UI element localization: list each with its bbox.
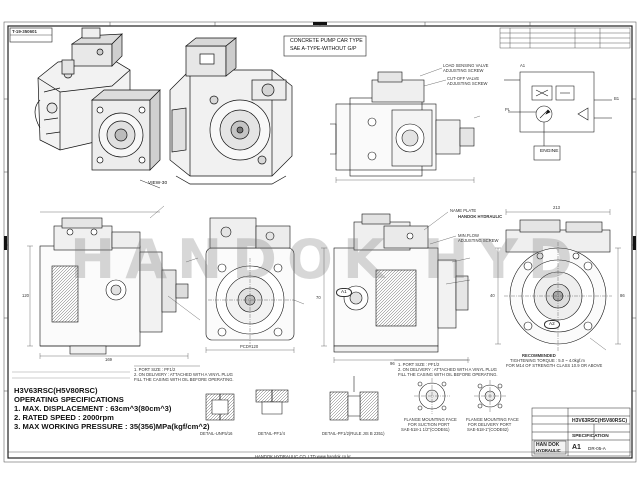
footer-company: HANDOK HYDRAULIC CO.,LTD www.handok.co.k…	[255, 454, 351, 459]
side-elevation-left	[39, 217, 189, 355]
flange-suction-2: FOR SUCTION PORT	[408, 422, 450, 427]
flange-end-view	[505, 219, 611, 345]
spec-heading: OPERATING SPECIFICATIONS	[14, 395, 124, 404]
flange-delivery-1: FLANGE MOUNTING FACE	[466, 417, 519, 422]
callout-min-flow-1: MIN.FLOW	[458, 233, 479, 238]
port-note-right-3: FILL THE CASING WITH OIL BEFORE OPERATIN…	[398, 372, 498, 377]
flange-delivery-2: FOR DELIVERY PORT	[468, 422, 512, 427]
dim-169: 169	[105, 357, 112, 362]
title-block	[531, 407, 631, 457]
dim-70: 70	[316, 295, 321, 300]
port-a2: A2	[544, 320, 560, 329]
port-note-3: FILL THE CASING WITH OIL BEFORE OPERATIN…	[134, 377, 234, 382]
drawing-number: T-19-350601	[12, 28, 37, 34]
watermark: HANDOK HYD	[70, 228, 583, 291]
iso-view-right	[169, 37, 293, 185]
schematic-engine: ENGINE	[540, 149, 559, 154]
callout-cutoff-1: CUT-OFF VALVE	[447, 76, 480, 81]
sheet-ref: DR-05-A	[588, 446, 606, 451]
title-block-model: H3V63RSC(H5V80RSC)	[572, 418, 628, 424]
dim-213: 213	[553, 205, 560, 210]
concrete-note-line2: SAE A-TYPE-WITHOUT G/P	[290, 46, 357, 52]
callout-name-plate: NAME PLATE	[450, 208, 477, 213]
concrete-note-box	[283, 35, 367, 57]
side-view-top	[330, 71, 475, 177]
company-logo-line1: HAN DOK	[536, 442, 560, 448]
flange-suction-3: SAE-518-1 1/2"(CODE61)	[401, 427, 450, 432]
callout-load-sensing-1: LOAD SENSING VALVE	[443, 63, 489, 68]
concrete-note-line1: CONCRETE PUMP CAR TYPE	[290, 38, 363, 44]
sheet-size: A1	[572, 444, 581, 451]
recommended-torque: TIGHTENING TORQUE : 5.0 ~ 4.0kgf.m	[510, 358, 585, 363]
dim-40: 40	[490, 293, 495, 298]
hydraulic-schematic	[504, 71, 612, 161]
port-a1: A1	[336, 288, 352, 297]
callout-load-sensing-2: ADJUSTING SCREW	[443, 68, 484, 73]
flange-suction-1: FLANGE MOUNTING FACE	[404, 417, 457, 422]
detail-label-pf12: DETAIL-PF1/2(RULE JIS B 2351)	[322, 431, 385, 436]
company-logo-line2: HYDRAULIC	[536, 448, 561, 453]
detail-views	[205, 376, 379, 421]
port-note-right-1: 1. PORT SIZE : PF1/2	[398, 362, 440, 367]
recommended-strength: FOR M14 OF STRENGTH CLASS 10.9 OR ABOVE	[506, 363, 603, 368]
dim-120: 120	[22, 293, 29, 298]
side-elevation-right	[333, 213, 469, 353]
dim-96: 96	[390, 361, 395, 366]
revision-table	[499, 27, 631, 49]
schematic-label-pl: PL	[505, 107, 511, 112]
dim-pcd: PCD#120	[240, 344, 259, 349]
recommended-title: RECOMMENDED	[522, 353, 556, 358]
model-name: H3V63RSC(H5V80RSC)	[14, 386, 98, 395]
schematic-label-a1: A1	[520, 63, 526, 68]
title-block-spec: SPECIFICATION	[572, 434, 609, 439]
port-note-right-2: 2. ON DELIVERY : ATTACHED WITH A VINYL P…	[398, 367, 497, 372]
flange-delivery-3: SAE-518-1"(CODE62)	[467, 427, 509, 432]
callout-min-flow-2: ADJUSTING SCREW	[458, 238, 499, 243]
callout-cutoff-2: ADJUSTING SCREW	[447, 81, 488, 86]
schematic-label-b1: B1	[614, 96, 620, 101]
detail-label-unf: DETAIL-UNF5/16	[200, 431, 233, 436]
port-note-2: 2. ON DELIVERY : ATTACHED WITH A VINYL P…	[134, 372, 233, 377]
iso-view-left	[34, 27, 161, 171]
spec-rated-speed: 2. RATED SPEED : 2000rpm	[14, 413, 114, 422]
callout-brand-plate: HANDOK HYDRAULIC	[458, 214, 503, 219]
port-note-1: 1. PORT SIZE : PF1/2	[134, 367, 176, 372]
dim-86: 86	[620, 293, 625, 298]
spec-displacement: 1. MAX. DISPLACEMENT : 63cm^3(80cm^3)	[14, 404, 172, 413]
view-label: VIEW-30	[148, 181, 168, 186]
spec-max-pressure: 3. MAX WORKING PRESSURE : 35(356)MPa(kgf…	[14, 422, 210, 431]
detail-label-pf14: DETAIL-PF1/4	[258, 431, 285, 436]
